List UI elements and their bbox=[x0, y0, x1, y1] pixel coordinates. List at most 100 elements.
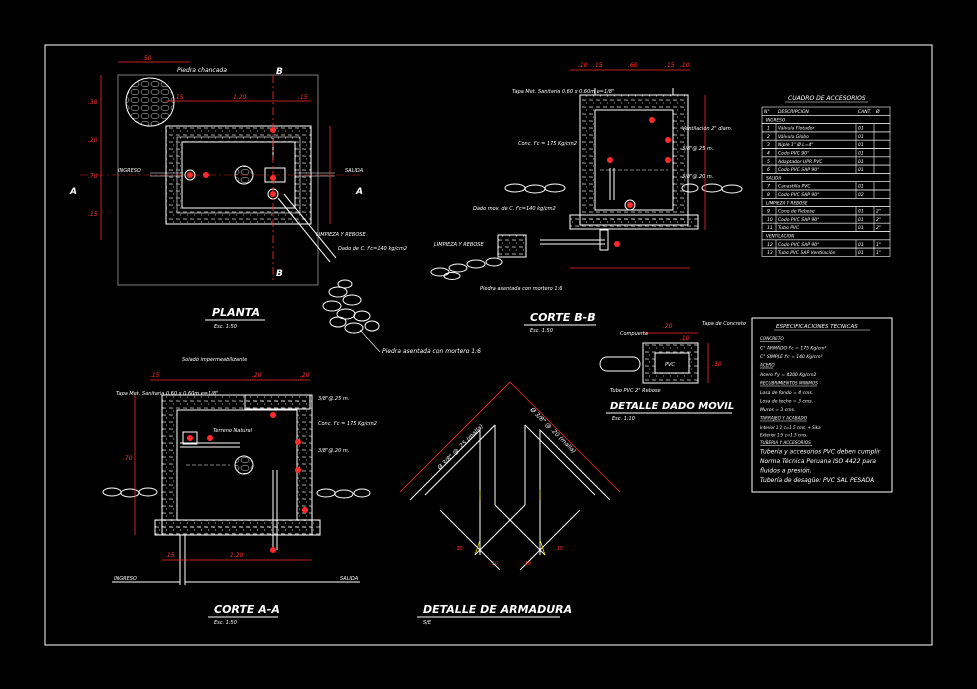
corte-aa-level-note: Terreno Natural bbox=[213, 428, 253, 434]
dado-bottom-note: Tubo PVC 2" Rebose bbox=[610, 388, 661, 394]
planta-dim: .15 bbox=[174, 94, 184, 101]
accessories-cell: 01 bbox=[858, 225, 864, 231]
accessories-cell: Codo PVC 90° bbox=[778, 151, 809, 157]
section-a-left: A bbox=[69, 187, 77, 197]
gravel-circle bbox=[125, 77, 175, 127]
corte-bb-rebar-a: 3/8"@.25 m. bbox=[682, 146, 713, 152]
corte-aa-stones bbox=[102, 487, 371, 499]
specs-title: ESPECIFICACIONES TECNICAS bbox=[776, 324, 858, 330]
specs-line: Exterior 1:5 c=1.5 cms. bbox=[760, 433, 807, 438]
corte-bb-rebar-b: 3/8"@.20 m. bbox=[682, 174, 713, 180]
specs-line: Norma Técnica Peruana ISO 4422 para bbox=[760, 458, 876, 465]
accessories-cell: 01 bbox=[858, 151, 864, 157]
specs-line: RECUBRIMIENTOS MINIMOS bbox=[760, 381, 818, 386]
accessories-column-header: DESCRIPCION bbox=[778, 109, 809, 115]
corte-bb-stones bbox=[430, 183, 743, 280]
planta-cleaning-label: LIMPIEZA Y REBOSE bbox=[316, 232, 366, 238]
section-b-top: B bbox=[276, 67, 283, 77]
corte-aa-outlet: SALIDA bbox=[340, 576, 359, 582]
planta-dim: 1.20 bbox=[233, 94, 247, 101]
armadura-dim: .15 bbox=[555, 546, 563, 552]
accessories-cell: 8 bbox=[767, 192, 770, 198]
corte-bb-scale: Esc. 1:50 bbox=[530, 328, 553, 334]
accessories-cell: Codo PVC SAP 90° bbox=[778, 167, 819, 173]
accessories-cell: 6 bbox=[767, 167, 770, 173]
planta-outlet-label: SALIDA bbox=[345, 168, 364, 174]
armadura-title: DETALLE DE ARMADURA bbox=[423, 603, 572, 616]
specs-line: CONCRETO bbox=[760, 336, 784, 341]
accessories-title: CUADRO DE ACCESORIOS bbox=[788, 95, 866, 102]
dado-label: Compuerta bbox=[620, 331, 648, 337]
accessories-cell: 01 bbox=[858, 250, 864, 256]
corte-aa-dim: .20 bbox=[300, 372, 310, 379]
accessories-cell: 01 bbox=[858, 159, 864, 165]
specs-line: Acero f'y = 4200 Kg/cm2 bbox=[759, 372, 817, 378]
accessories-cell: Cono de Rebose bbox=[778, 209, 815, 215]
sheet-border bbox=[44, 44, 933, 646]
corte-aa-rebar-b: 3/8"@.20 m. bbox=[318, 448, 349, 454]
corte-aa-dim: .15 bbox=[150, 372, 160, 379]
corte-bb-base-note: Dado mov. de C. f'c=140 kg/cm2 bbox=[473, 206, 556, 212]
accessories-cell: 01 bbox=[858, 217, 864, 223]
planta-stone-mortar: Piedra asentada con mortero 1:6 bbox=[382, 348, 481, 355]
specs-line: TARRAJEO Y ACABADO bbox=[760, 416, 808, 421]
corte-bb-conc-note: Conc. f'c = 175 Kg/cm2 bbox=[518, 141, 577, 147]
accessories-cell: 01 bbox=[858, 142, 864, 148]
accessories-cell: 11 bbox=[767, 225, 773, 231]
specs-line: C° SIMPLE f'c = 140 Kg/cm² bbox=[760, 354, 823, 360]
armadura-detail bbox=[399, 381, 621, 571]
accessories-cell: 01 bbox=[858, 167, 864, 173]
specs-line: Tubería y accesorios PVC deben cumplir bbox=[760, 449, 881, 456]
accessories-cell: 13 bbox=[767, 250, 773, 256]
corte-aa-rebar-a: 3/8"@.25 m. bbox=[318, 396, 349, 402]
corte-bb-dim: .10 bbox=[680, 62, 690, 69]
armadura-bar-a: Ø 3/8" @ .25 (malla) bbox=[436, 423, 485, 472]
dado-side-note: Tapa de Concreto bbox=[702, 321, 746, 327]
dado-dim: .10 bbox=[680, 335, 690, 342]
accessories-cell: 10 bbox=[767, 217, 773, 223]
accessories-column-header: CANT. bbox=[858, 109, 872, 115]
accessories-cell: Válvula Globo bbox=[778, 133, 809, 140]
accessories-group-header: SALIDA bbox=[766, 175, 781, 180]
corte-aa-title: CORTE A-A bbox=[214, 603, 280, 616]
planta-dim: .50 bbox=[142, 55, 152, 62]
planta-dim: .30 bbox=[88, 99, 98, 106]
corte-aa-inlet: INGRESO bbox=[114, 576, 137, 582]
accessories-cell: Codo PVC SAP 90° bbox=[778, 192, 819, 198]
dado-movil-detail bbox=[599, 332, 709, 384]
accessories-cell: Canastilla PVC bbox=[778, 184, 811, 190]
corte-bb-dim: .10 bbox=[578, 62, 588, 69]
armadura-dim: .10 bbox=[523, 561, 531, 567]
corte-aa-dim: 1.20 bbox=[230, 552, 244, 559]
accessories-cell: 7 bbox=[767, 184, 770, 190]
specs-line: ACERO bbox=[759, 363, 775, 368]
specs-line: Interior 1:1 c=1.5 cms. + Sika bbox=[760, 425, 821, 430]
armadura-dim: .10 bbox=[490, 561, 498, 567]
accessories-cell: 4 bbox=[767, 151, 770, 157]
corte-aa-view bbox=[102, 379, 371, 585]
accessories-cell: Tubo PVC SAP Ventilación bbox=[778, 249, 836, 256]
planta-view bbox=[80, 61, 380, 334]
armadura-dim: .15 bbox=[455, 546, 463, 552]
planta-pipe-note: Dado de C. f'c=140 kg/cm2 bbox=[338, 246, 407, 252]
specs-line: Muros = 3 cms. bbox=[760, 407, 795, 413]
accessories-cell: 2" bbox=[876, 225, 881, 231]
specs-line: TUBERIA Y ACCESORIOS bbox=[760, 440, 811, 445]
specs-box bbox=[751, 317, 893, 493]
dado-dim: .30 bbox=[712, 361, 722, 368]
planta-inlet-label: INGRESO bbox=[118, 168, 141, 174]
accessories-cell: 01 bbox=[858, 209, 864, 215]
planta-stone-label: Piedra chancada bbox=[177, 67, 227, 74]
corte-aa-dim: .70 bbox=[123, 455, 133, 462]
accessories-cell: 01 bbox=[858, 184, 864, 190]
accessories-cell: 5 bbox=[767, 159, 770, 165]
planta-dim: .70 bbox=[88, 173, 98, 180]
accessories-cell: 1" bbox=[876, 250, 881, 256]
accessories-group-header: LIMPIEZA Y REBOSE bbox=[766, 200, 808, 205]
dado-dim: .20 bbox=[663, 323, 673, 330]
planta-title: PLANTA bbox=[212, 306, 260, 319]
specs-line: Tubería de desagüe: PVC SAL PESADA bbox=[760, 477, 874, 484]
corte-bb-cleaning: LIMPIEZA Y REBOSE bbox=[434, 242, 484, 248]
